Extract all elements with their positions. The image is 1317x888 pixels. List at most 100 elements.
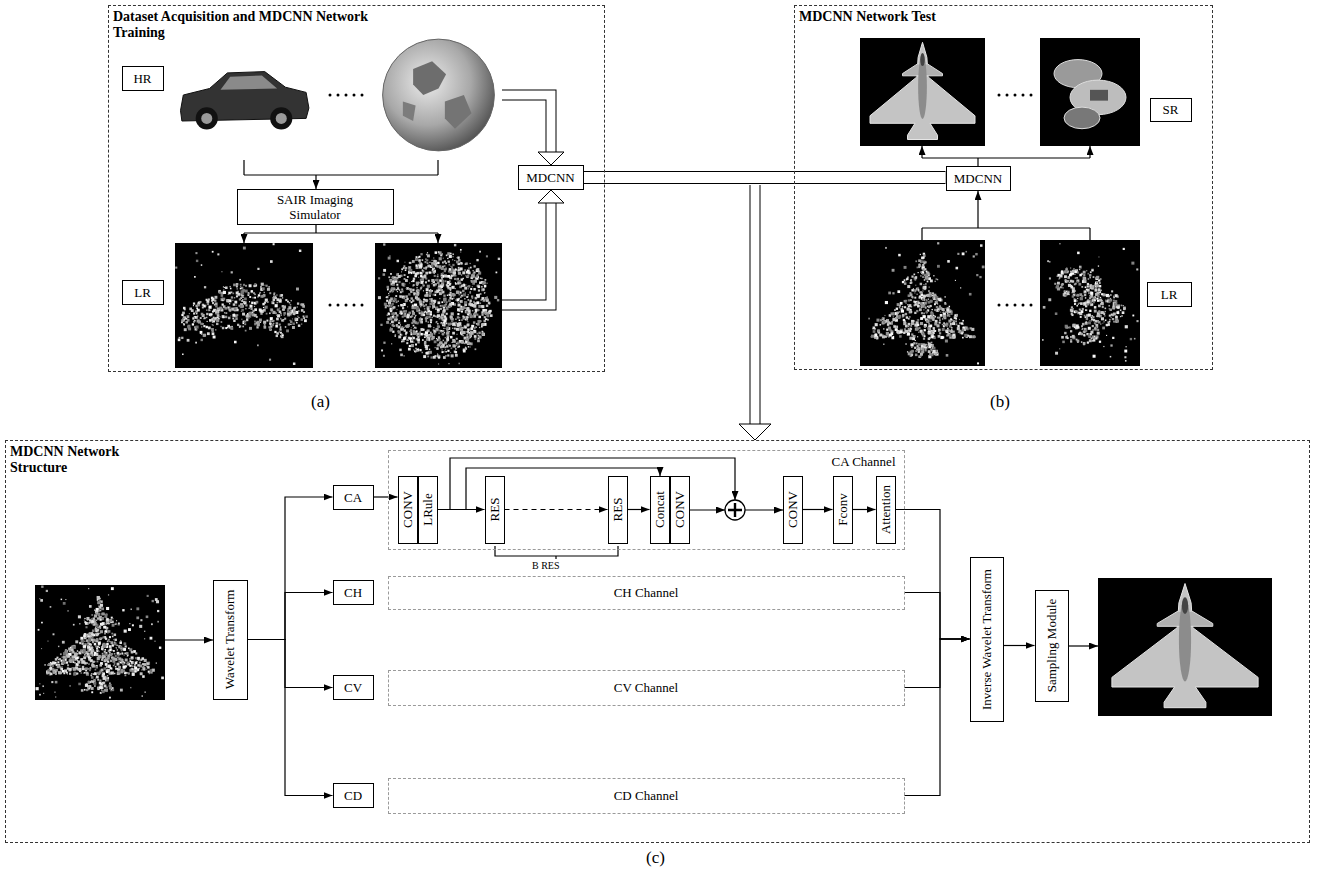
speckle (390, 273, 392, 275)
speckle (187, 339, 190, 342)
speckle (478, 320, 480, 322)
speckle (932, 319, 934, 321)
speckle (264, 307, 266, 309)
speckle (463, 306, 466, 309)
speckle (422, 284, 423, 285)
speckle (270, 308, 273, 311)
speckle (245, 330, 247, 332)
speckle (223, 286, 224, 287)
speckle (416, 256, 418, 258)
speckle (276, 322, 279, 325)
speckle (269, 359, 271, 361)
speckle (241, 319, 242, 320)
speckle (213, 317, 215, 319)
speckle (265, 306, 268, 309)
speckle (404, 313, 406, 315)
speckle (283, 319, 284, 320)
speckle (443, 309, 446, 312)
speckle (443, 262, 444, 263)
speckle (432, 336, 435, 339)
speckle (452, 254, 453, 255)
speckle (208, 309, 210, 311)
speckle (915, 285, 916, 286)
speckle (437, 281, 440, 284)
speckle (428, 345, 429, 346)
speckle (393, 306, 395, 308)
speckle (264, 326, 267, 329)
speckle (445, 349, 446, 350)
speckle (429, 271, 431, 273)
speckle (426, 288, 429, 291)
speckle (425, 317, 427, 319)
speckle (415, 258, 418, 261)
speckle (420, 317, 421, 318)
speckle (411, 301, 413, 303)
speckle (453, 273, 455, 275)
speckle (448, 299, 451, 302)
speckle (927, 294, 929, 296)
speckle (473, 321, 475, 323)
speckle (178, 339, 181, 342)
speckle (243, 284, 245, 286)
speckle (450, 296, 451, 297)
speckle (416, 293, 419, 296)
speckle (414, 318, 416, 320)
speckle (391, 312, 394, 315)
speckle (464, 269, 466, 271)
speckle (292, 309, 295, 312)
speckle (440, 305, 442, 307)
speckle (397, 273, 398, 274)
speckle (472, 270, 473, 271)
speckle (449, 264, 451, 266)
speckle (938, 329, 941, 332)
speckle (451, 354, 454, 357)
speckle (460, 300, 463, 303)
speckle (470, 343, 471, 344)
speckle (425, 272, 428, 275)
speckle (413, 292, 414, 293)
speckle (416, 298, 418, 300)
speckle (445, 263, 446, 264)
speckle (215, 302, 218, 305)
speckle (202, 323, 203, 324)
speckle (401, 271, 402, 272)
speckle (450, 292, 452, 294)
speckle (484, 311, 487, 314)
speckle (433, 268, 435, 270)
speckle (414, 327, 415, 328)
speckle (263, 321, 266, 324)
speckle (242, 289, 245, 292)
speckle (496, 272, 498, 274)
speckle (271, 311, 272, 312)
speckle (252, 310, 254, 312)
speckle (468, 303, 470, 305)
speckle (225, 316, 227, 318)
speckle (465, 347, 467, 349)
speckle (301, 323, 302, 324)
speckle (207, 332, 210, 335)
speckle (216, 319, 219, 322)
speckle (245, 308, 246, 309)
speckle (447, 252, 450, 255)
speckle (938, 330, 940, 332)
speckle (183, 307, 186, 310)
speckle (876, 319, 879, 322)
speckle (480, 278, 481, 279)
speckle (204, 334, 207, 337)
speckle (413, 332, 415, 334)
speckle (439, 257, 442, 260)
speckle (444, 270, 446, 272)
speckle (427, 308, 430, 311)
speckle (208, 327, 211, 330)
speckle (486, 255, 488, 257)
speckle (228, 307, 229, 308)
speckle (394, 318, 397, 321)
jet-canopy (920, 53, 925, 66)
speckle (474, 313, 477, 316)
speckle (405, 267, 407, 269)
speckle-pattern (175, 243, 308, 365)
speckle (452, 339, 455, 342)
speckle (417, 289, 419, 291)
speckle (883, 320, 886, 323)
